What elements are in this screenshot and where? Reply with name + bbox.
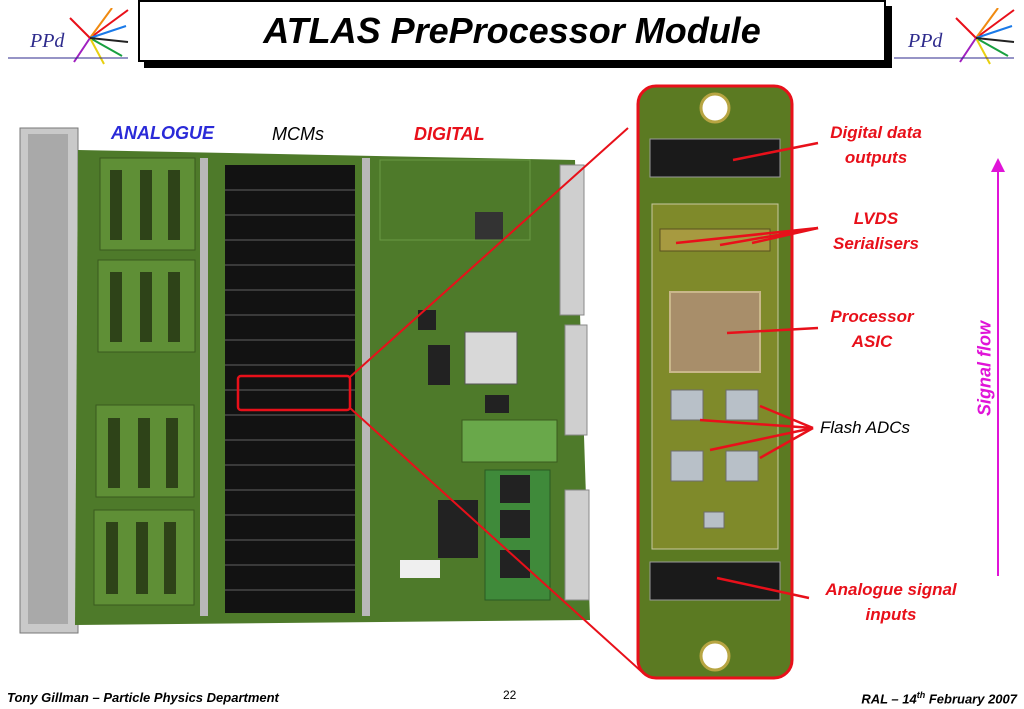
ppd-logo-icon	[894, 7, 1015, 65]
footer-date-prefix: RAL – 14	[861, 691, 917, 707]
slide-title: ATLAS PreProcessor Module	[263, 10, 761, 51]
digital-label: DIGITAL	[414, 124, 485, 144]
ppd-logo-text: PPd	[30, 30, 65, 52]
footer-author: Tony Gillman – Particle Physics Departme…	[7, 690, 279, 705]
adcs-callout: Flash ADCs	[820, 418, 911, 437]
callout-line: outputs	[844, 148, 908, 167]
ppd-logo-left: PPd	[8, 7, 130, 66]
digital-outputs-callout: Digital data outputs	[814, 120, 938, 170]
footer-date: RAL – 14th February 2007	[861, 690, 1017, 706]
callout-line: Serialisers	[832, 234, 919, 253]
callout-line: Analogue signal	[825, 580, 957, 599]
signal-flow-arrow-icon	[991, 158, 1005, 576]
ppd-logo-icon	[8, 7, 129, 65]
page-number: 22	[503, 688, 517, 702]
callout-line: Processor	[830, 307, 914, 326]
asic-callout: Processor ASIC	[814, 304, 930, 354]
footer-date-suffix: February 2007	[925, 691, 1017, 707]
title-box: ATLAS PreProcessor Module	[138, 0, 886, 62]
ppd-logo-right: PPd	[894, 7, 1016, 66]
callout-line: LVDS	[853, 209, 899, 228]
mcms-label: MCMs	[272, 124, 324, 144]
preprocessor-board-image	[19, 127, 590, 634]
signal-flow-label: Signal flow	[974, 321, 995, 417]
analogue-label: ANALOGUE	[111, 123, 214, 143]
analogue-inputs-callout: Analogue signal inputs	[805, 577, 977, 627]
callout-line: Digital data	[830, 123, 922, 142]
callout-line: ASIC	[851, 332, 893, 351]
lvds-callout: LVDS Serialisers	[814, 206, 938, 256]
footer-date-sup: th	[916, 690, 926, 700]
callout-line: inputs	[865, 605, 917, 624]
ppd-logo-text: PPd	[908, 30, 943, 52]
